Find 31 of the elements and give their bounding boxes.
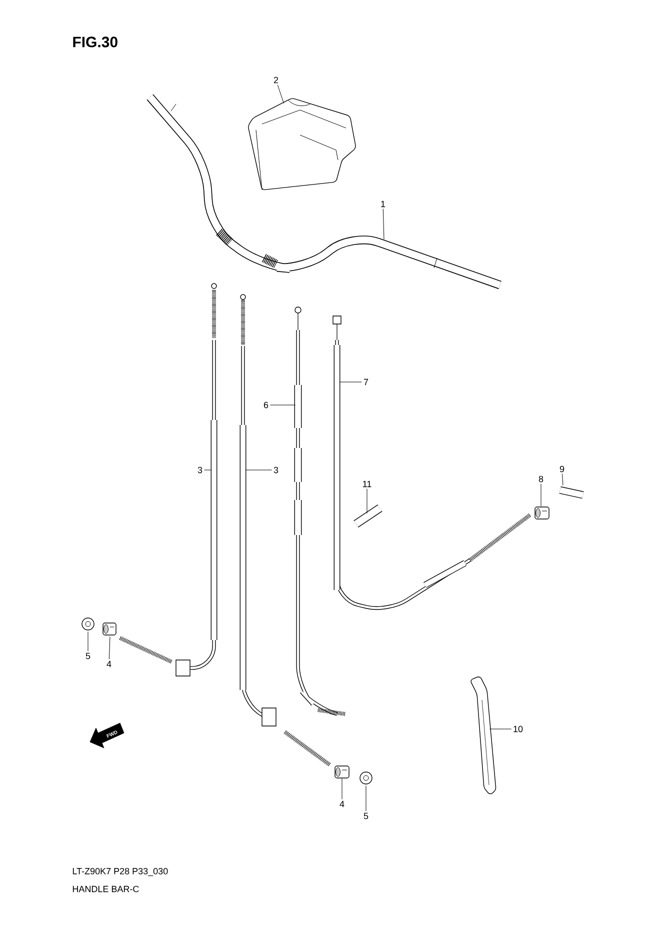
footer-text: LT-Z90K7 P28 P33_030 bbox=[72, 868, 168, 876]
figure-title: FIG.30 bbox=[73, 36, 118, 48]
nut-drawing bbox=[82, 618, 94, 630]
leader-line bbox=[270, 404, 296, 406]
cable-tie-drawing bbox=[470, 676, 496, 794]
callout-number: 5 bbox=[86, 652, 90, 660]
leader-line bbox=[540, 484, 542, 507]
leader-line bbox=[382, 208, 384, 240]
callout-number: 2 bbox=[274, 76, 278, 84]
leader-line bbox=[489, 728, 512, 730]
callout-number: 4 bbox=[340, 800, 344, 808]
nut-drawing bbox=[360, 772, 372, 784]
spacer-drawing bbox=[102, 622, 116, 636]
spacer-drawing bbox=[334, 766, 350, 778]
handlebar-drawing bbox=[146, 94, 502, 290]
cable-drawing bbox=[119, 283, 218, 676]
callout-number: 8 bbox=[538, 476, 544, 482]
cable-drawing bbox=[240, 294, 332, 767]
clamp-drawing bbox=[559, 486, 584, 499]
cable-drawing bbox=[332, 316, 532, 610]
cable-drawing bbox=[294, 306, 346, 716]
leader-line bbox=[562, 474, 564, 486]
leader-line bbox=[277, 84, 284, 104]
callout-number: 5 bbox=[364, 812, 368, 820]
leader-line bbox=[108, 636, 110, 660]
callout-number: 4 bbox=[106, 660, 112, 668]
callout-number: 10 bbox=[514, 726, 523, 732]
spacer-drawing bbox=[534, 506, 550, 520]
callout-number: 9 bbox=[560, 466, 564, 472]
leader-line bbox=[366, 488, 368, 514]
footer-text: HANDLE BAR-C bbox=[72, 886, 139, 892]
